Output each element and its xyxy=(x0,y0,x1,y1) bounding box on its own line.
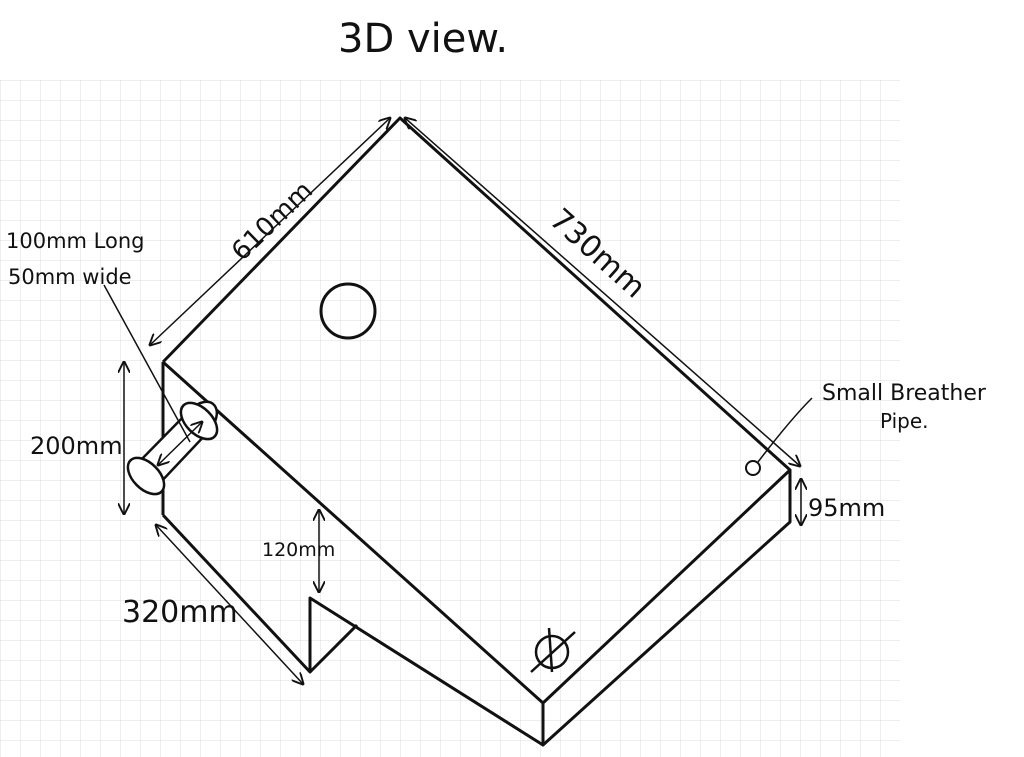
label-95: 95mm xyxy=(808,494,885,522)
pipe-leader xyxy=(103,284,191,443)
label-pipe-line2: 50mm wide xyxy=(8,265,132,289)
dim-730 xyxy=(405,118,800,466)
page-title: 3D view. xyxy=(338,16,508,62)
label-120: 120mm xyxy=(262,539,335,561)
dim-320 xyxy=(156,525,303,684)
label-200: 200mm xyxy=(30,432,123,460)
pipe-dimension xyxy=(158,422,202,465)
drain-fitting xyxy=(530,627,576,673)
label-breather-line2: Pipe. xyxy=(880,409,929,433)
dim-610 xyxy=(150,118,390,345)
label-pipe-line1: 100mm Long xyxy=(6,229,145,253)
label-320: 320mm xyxy=(122,595,238,630)
grid-paper xyxy=(0,80,900,757)
label-breather-line1: Small Breather xyxy=(822,381,987,406)
